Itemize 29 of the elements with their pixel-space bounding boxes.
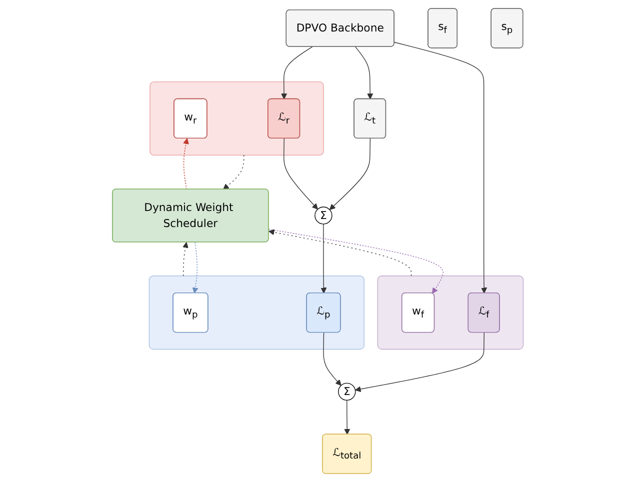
arrow	[183, 138, 190, 190]
sum-circle: Σ	[314, 206, 332, 224]
arrow	[355, 332, 485, 392]
process-box: w$_{f}$	[402, 292, 435, 333]
process-box: DPVO Backbone	[286, 10, 395, 47]
arrow	[330, 138, 371, 210]
process-box: ℒ$_{total}$	[322, 434, 372, 474]
arrow	[182, 242, 189, 276]
arrow	[284, 138, 318, 210]
process-box: s$_{p}$	[490, 8, 524, 48]
arrow	[268, 229, 412, 276]
sum-circle: Σ	[338, 382, 356, 401]
arrow	[268, 228, 444, 294]
arrow	[223, 154, 244, 190]
arrow	[355, 46, 374, 100]
process-box: s$_{f}$	[428, 8, 458, 48]
arrow	[192, 242, 198, 294]
process-box: ℒ$_{r}$	[268, 98, 300, 139]
arrow	[323, 332, 342, 386]
process-box: w$_{p}$	[172, 292, 208, 333]
arrow	[344, 400, 350, 435]
arrow	[394, 42, 488, 294]
process-box: Dynamic Weight Scheduler	[112, 188, 269, 242]
arrow	[320, 224, 327, 294]
process-box: w$_{r}$	[174, 98, 208, 139]
arrow	[281, 46, 313, 100]
process-box: ℒ$_{p}$	[306, 292, 341, 333]
process-box: ℒ$_{f}$	[468, 292, 500, 333]
process-box: ℒ$_{t}$	[354, 98, 386, 139]
